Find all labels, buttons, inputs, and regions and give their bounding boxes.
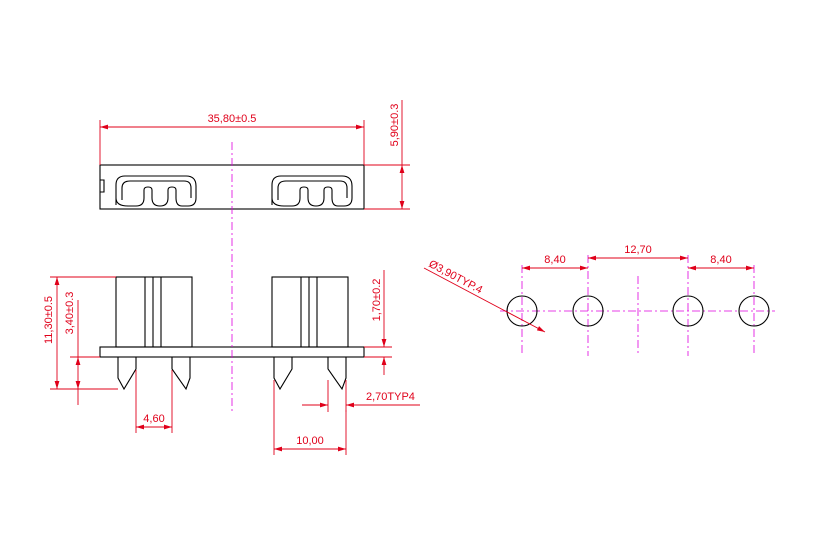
dim-base-thickness: 1,70±0.2 xyxy=(364,270,392,375)
right-housing xyxy=(271,276,349,348)
label-hole-spacing-right: 8,40 xyxy=(710,254,731,266)
dim-hole-spacing-right: 8,40 xyxy=(688,254,754,271)
pin-2 xyxy=(171,357,191,391)
label-base-thickness: 1,70±0.2 xyxy=(371,279,383,322)
label-pair-spacing: 10,00 xyxy=(296,435,324,447)
left-housing xyxy=(115,276,193,348)
label-total-height: 11,30±0.5 xyxy=(43,296,55,344)
label-pin-pitch: 4,60 xyxy=(143,413,164,425)
label-top-thickness: 5,90±0.3 xyxy=(389,104,401,147)
dim-total-height: 11,30±0.5 xyxy=(43,276,118,390)
hole-3 xyxy=(672,295,704,327)
dim-pin-pitch: 4,60 xyxy=(135,370,173,433)
dim-hole-spacing-center: 12,70 xyxy=(588,244,688,261)
right-contact-inner xyxy=(277,180,348,200)
dim-pin-width: 2,70TYP4 xyxy=(302,380,420,412)
dim-top-thickness: 5,90±0.3 xyxy=(364,100,410,210)
dim-hole-diameter: Ø3,90TYP.4 xyxy=(423,258,546,333)
hole-2 xyxy=(572,295,604,327)
pin-3 xyxy=(273,357,293,391)
label-hole-spacing-center: 12,70 xyxy=(624,244,652,256)
dim-pin-length: 3,40±0.3 xyxy=(64,292,100,405)
dim-hole-spacing-left: 8,40 xyxy=(522,254,588,271)
right-contact-outer xyxy=(271,175,353,207)
left-contact-outer xyxy=(115,175,197,207)
label-overall-length: 35,80±0.5 xyxy=(208,113,257,125)
hole-4 xyxy=(738,295,770,327)
dim-pair-spacing: 10,00 xyxy=(273,380,347,455)
label-hole-spacing-left: 8,40 xyxy=(544,254,565,266)
label-hole-diameter: Ø3,90TYP.4 xyxy=(427,258,485,296)
label-pin-width: 2,70TYP4 xyxy=(366,391,415,403)
pin-1 xyxy=(117,357,137,391)
pin-4 xyxy=(327,357,347,391)
left-contact-inner xyxy=(121,180,192,200)
label-pin-length: 3,40±0.3 xyxy=(64,292,76,335)
hole-pattern xyxy=(500,255,775,356)
hole-1 xyxy=(506,295,538,327)
top-view-notch xyxy=(100,179,105,193)
dim-overall-length: 35,80±0.5 xyxy=(99,113,365,165)
